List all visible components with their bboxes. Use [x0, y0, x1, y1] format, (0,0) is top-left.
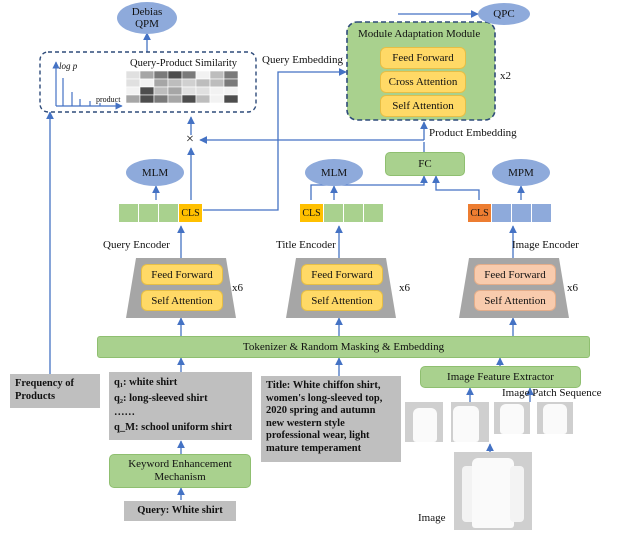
heatmap-cell — [153, 94, 169, 104]
query-q2: q₂: long-sleeved shirt — [114, 392, 208, 404]
heatmap-cell — [167, 86, 183, 96]
image-patch — [537, 402, 573, 434]
title-text-box: Title: White chiffon shirt, women's long… — [261, 376, 401, 462]
title-self-attention: Self Attention — [301, 290, 383, 311]
heatmap-cell — [223, 78, 239, 88]
heatmap-cell — [195, 78, 211, 88]
heatmap-cell — [223, 70, 239, 80]
fc-layer: FC — [385, 152, 465, 176]
image-patch — [405, 402, 443, 442]
image-patch-sequence-label: Image Patch Sequence — [502, 387, 602, 399]
title-token — [363, 203, 384, 223]
heatmap-cell — [195, 94, 211, 104]
log-p-label: log p — [59, 61, 78, 71]
heatmap-cell — [195, 70, 211, 80]
query-encoder-label: Query Encoder — [103, 239, 170, 251]
heatmap-cell — [139, 70, 155, 80]
heatmap-cell — [223, 94, 239, 104]
query-list-box: q₁: white shirt q₂: long-sleeved shirt …… — [109, 372, 252, 440]
frequency-of-products: Frequency of Products — [10, 374, 100, 408]
tokenizer-bar: Tokenizer & Random Masking & Embedding — [97, 336, 590, 358]
heatmap-cell — [181, 70, 197, 80]
heatmap-cell — [209, 86, 225, 96]
adapt-feed-forward: Feed Forward — [380, 47, 466, 69]
heatmap-cell — [125, 86, 141, 96]
query-qm: q_M: school uniform shirt — [114, 421, 233, 433]
query-token — [118, 203, 139, 223]
multiply-symbol: × — [186, 132, 194, 147]
heatmap-cell — [139, 86, 155, 96]
heatmap-cell — [223, 86, 239, 96]
query-token — [138, 203, 159, 223]
title-cls-token: CLS — [299, 203, 324, 223]
heatmap-cell — [209, 78, 225, 88]
title-repeat: x6 — [399, 282, 410, 294]
keyword-enhancement: Keyword Enhancement Mechanism — [109, 454, 251, 488]
adapt-cross-attention: Cross Attention — [380, 71, 466, 93]
adaptation-title: Module Adaptation Module — [358, 28, 481, 40]
product-embedding-label: Product Embedding — [429, 127, 517, 139]
image-feed-forward: Feed Forward — [474, 264, 556, 285]
image-patch — [494, 402, 530, 434]
query-feed-forward: Feed Forward — [141, 264, 223, 285]
query-input-box: Query: White shirt — [124, 501, 236, 521]
query-mlm-head: MLM — [126, 159, 184, 186]
heatmap-cell — [153, 70, 169, 80]
query-self-attention: Self Attention — [141, 290, 223, 311]
heatmap-cell — [125, 94, 141, 104]
heatmap-cell — [209, 70, 225, 80]
image-patch — [451, 402, 489, 442]
heatmap-cell — [139, 78, 155, 88]
image-mpm-head: MPM — [492, 159, 550, 186]
title-encoder-label: Title Encoder — [276, 239, 336, 251]
heatmap-cell — [167, 94, 183, 104]
query-embedding-label: Query Embedding — [262, 54, 343, 66]
heatmap-cell — [181, 86, 197, 96]
title-feed-forward: Feed Forward — [301, 264, 383, 285]
heatmap-cell — [181, 94, 197, 104]
image-token — [511, 203, 532, 223]
qpc-node: QPC — [478, 3, 530, 25]
adapt-self-attention: Self Attention — [380, 95, 466, 117]
image-encoder-label: Image Encoder — [512, 239, 579, 251]
image-token — [491, 203, 512, 223]
heatmap-cell — [167, 70, 183, 80]
query-cls-token: CLS — [178, 203, 203, 223]
query-q1: q₁: white shirt — [114, 377, 178, 388]
debias-qpm-node: Debias QPM — [117, 2, 177, 34]
heatmap-cell — [125, 78, 141, 88]
query-repeat: x6 — [232, 282, 243, 294]
qps-title: Query-Product Similarity — [130, 58, 238, 69]
heatmap-cell — [139, 94, 155, 104]
query-token — [158, 203, 179, 223]
image-self-attention: Self Attention — [474, 290, 556, 311]
heatmap-cell — [153, 78, 169, 88]
heatmap-cell — [153, 86, 169, 96]
heatmap-cell — [195, 86, 211, 96]
image-token — [531, 203, 552, 223]
heatmap-cell — [125, 70, 141, 80]
title-token — [343, 203, 364, 223]
image-cls-token: CLS — [467, 203, 492, 223]
heatmap-cell — [181, 78, 197, 88]
adapt-repeat: x2 — [500, 70, 511, 82]
heatmap-cell — [209, 94, 225, 104]
product-axis-label: product — [96, 95, 121, 104]
title-mlm-head: MLM — [305, 159, 363, 186]
heatmap-cell — [167, 78, 183, 88]
image-label: Image — [418, 512, 446, 524]
query-dots: …… — [114, 407, 135, 418]
title-token — [323, 203, 344, 223]
input-image — [454, 452, 532, 530]
image-feature-extractor: Image Feature Extractor — [420, 366, 581, 388]
image-repeat: x6 — [567, 282, 578, 294]
